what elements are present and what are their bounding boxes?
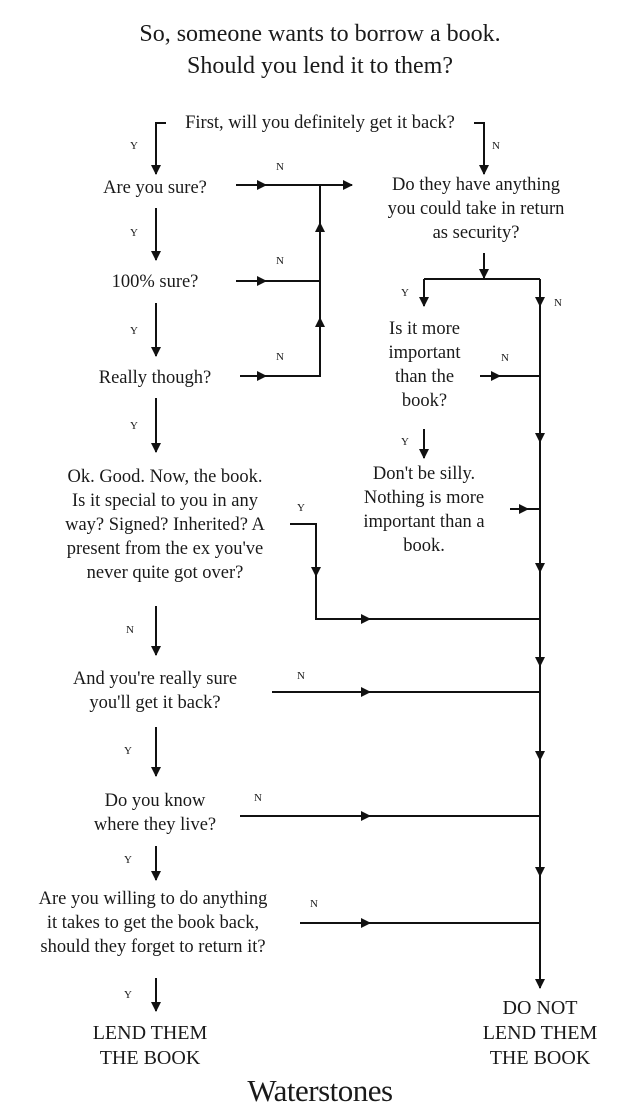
edge-label-no: N — [254, 792, 262, 804]
question-more-important-than-book: Is it more important than the book? — [388, 319, 461, 412]
outcome-lend-book: LEND THEM THE BOOK — [92, 1022, 208, 1069]
edge-label-no: N — [276, 351, 284, 363]
connector-first-no — [474, 122, 485, 172]
note-nothing-more-important: Don't be silly. Nothing is more importan… — [363, 464, 485, 557]
edge-label-yes: Y — [124, 745, 132, 757]
question-are-you-sure: Are you sure? — [103, 178, 207, 198]
question-willing-to-do-anything: Are you willing to do anything it takes … — [38, 889, 268, 958]
question-know-where-they-live: Do you know where they live? — [93, 791, 217, 836]
edge-label-yes: Y — [401, 436, 409, 448]
question-100-percent-sure: 100% sure? — [111, 272, 199, 292]
connector-first-yes — [155, 122, 166, 172]
outcome-do-not-lend-book: DO NOT LEND THEM THE BOOK — [482, 997, 598, 1069]
edge-label-no: N — [501, 352, 509, 364]
waterstones-logo: Waterstones — [247, 1073, 393, 1108]
edge-label-yes: Y — [130, 140, 138, 152]
question-really-though: Really though? — [98, 368, 212, 388]
edge-label-yes: Y — [124, 989, 132, 1001]
title-line-1: So, someone wants to borrow a book. — [139, 21, 501, 47]
edge-label-yes: Y — [130, 420, 138, 432]
edge-label-no: N — [310, 898, 318, 910]
edge-label-no: N — [126, 624, 134, 636]
edge-label-yes: Y — [130, 227, 138, 239]
edge-label-yes: Y — [130, 325, 138, 337]
edge-label-no: N — [276, 255, 284, 267]
question-security-in-return: Do they have anything you could take in … — [387, 175, 565, 244]
edge-label-no: N — [492, 140, 500, 152]
edge-label-no: N — [276, 161, 284, 173]
title-line-2: Should you lend it to them? — [187, 53, 453, 79]
edge-label-no: N — [297, 670, 305, 682]
question-get-it-back: First, will you definitely get it back? — [185, 113, 455, 133]
edge-label-yes: Y — [401, 287, 409, 299]
edge-label-yes: Y — [124, 854, 132, 866]
edge-label-yes: Y — [297, 502, 305, 514]
question-is-book-special: Ok. Good. Now, the book. Is it special t… — [65, 467, 265, 584]
edge-label-no: N — [554, 297, 562, 309]
question-really-sure-get-back: And you're really sure you'll get it bac… — [72, 669, 238, 714]
